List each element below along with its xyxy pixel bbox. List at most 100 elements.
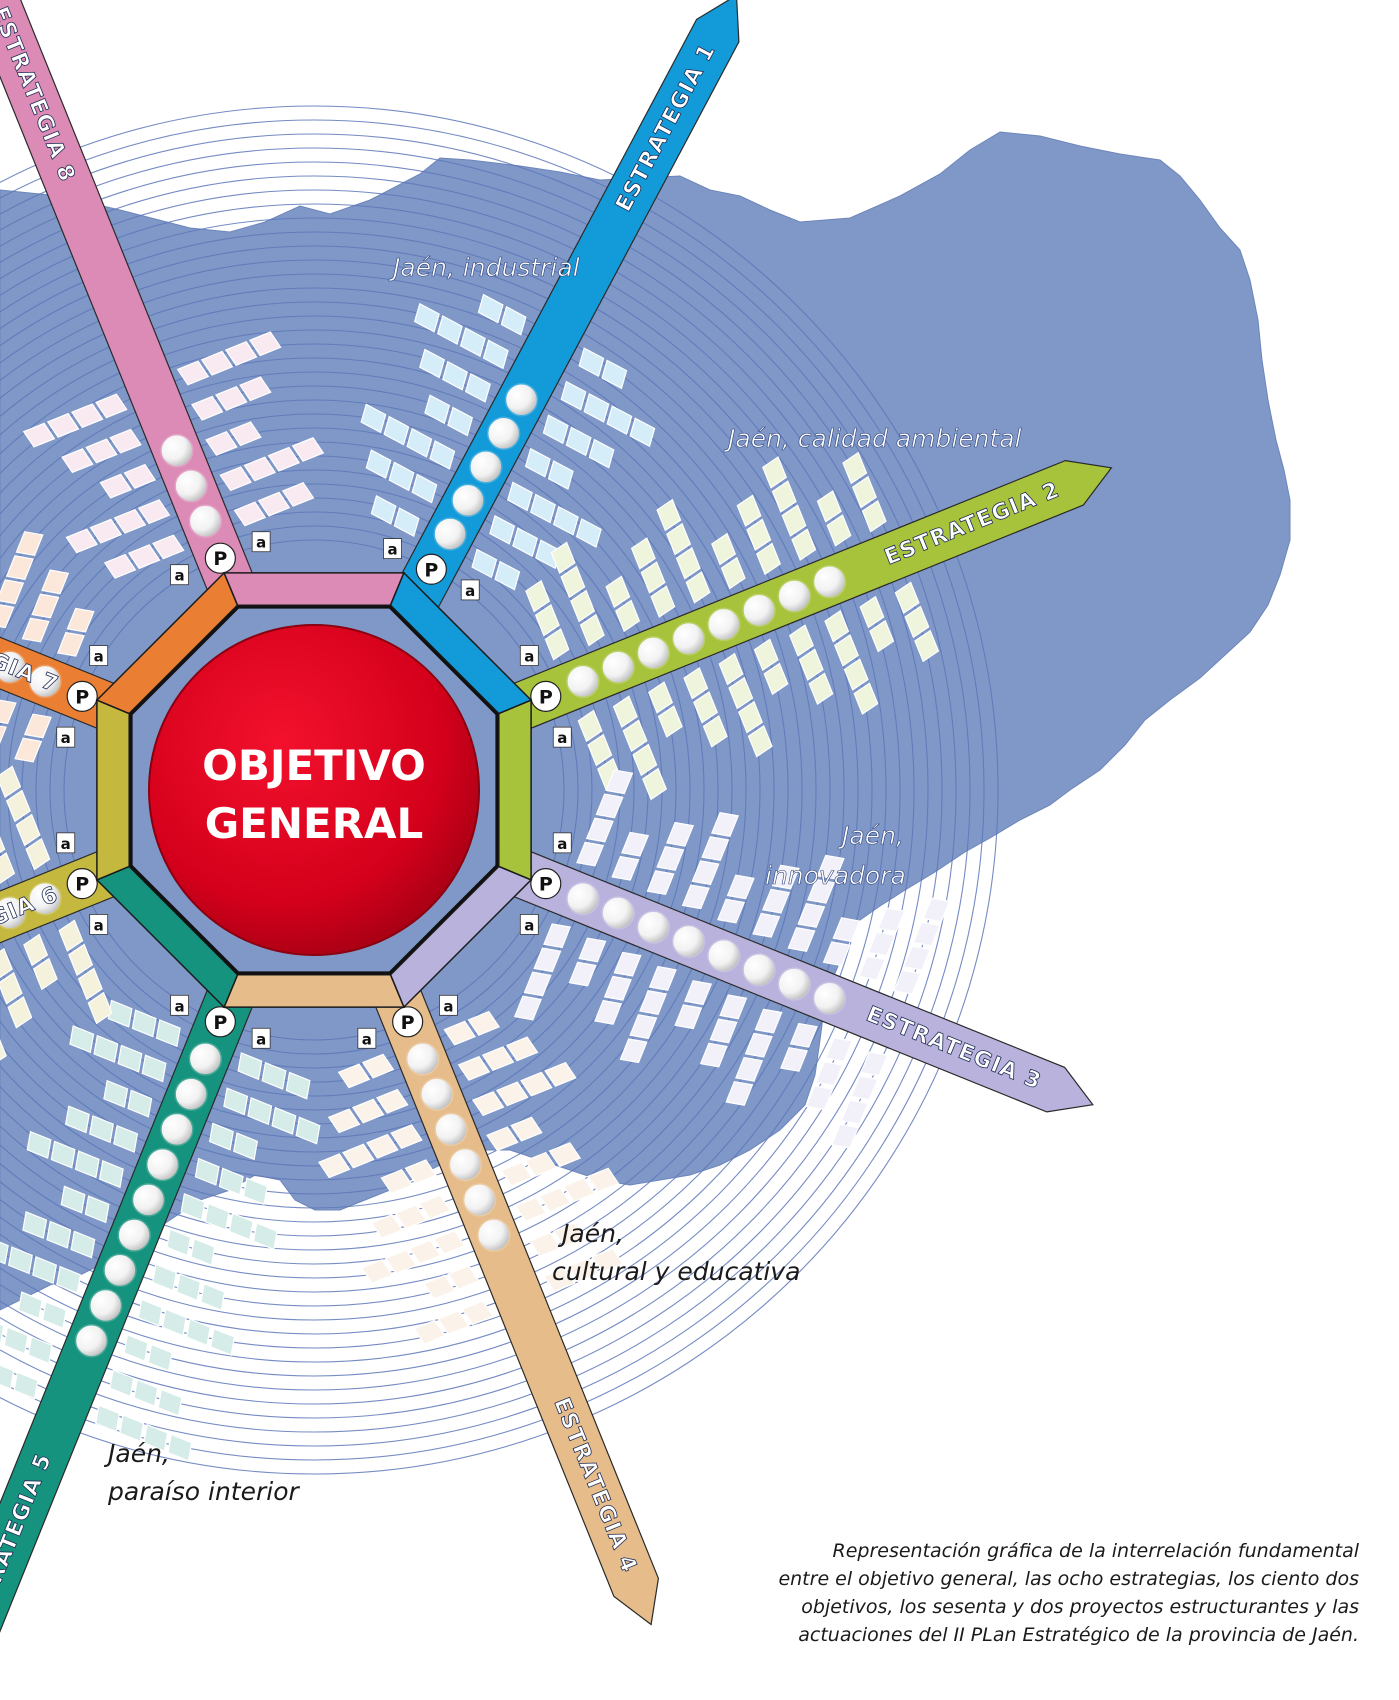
objective-circle [148,624,480,956]
objective-card [500,1161,533,1187]
project-marker [392,1006,424,1038]
project-marker [66,680,98,712]
objective-card [640,561,666,594]
objective-card [327,1108,361,1134]
objective-card [533,947,562,973]
objective-card [388,461,415,492]
objective-card [816,854,845,880]
objective-card [577,709,603,743]
objective-card [361,1053,395,1079]
objective-card [791,528,817,561]
objective-card [719,994,748,1020]
objective-bead [812,564,847,599]
objective-card [176,360,210,386]
objective-card [629,417,656,448]
objective-card [467,1010,501,1036]
objective-card [85,438,118,464]
objective-bead [671,621,706,656]
objective-card [525,579,551,613]
region-label-innovadora-2: innovadora [765,861,906,890]
objective-card [443,1020,476,1046]
objective-bead [88,1288,123,1323]
objective-card [726,874,755,900]
objective-card [832,917,861,943]
objective-bead [462,1183,497,1217]
objective-card [642,767,668,801]
objective-card [744,1032,773,1058]
objective-card [176,1273,202,1302]
action-marker [251,531,271,553]
objective-card [725,1080,754,1106]
objective-card [736,494,762,527]
objective-card [542,414,569,445]
objective-card [406,427,433,458]
objective-card [5,555,34,581]
objective-card [560,565,586,599]
project-marker-label: P [75,686,89,708]
objective-bead [742,953,776,987]
objective-card [709,1018,738,1044]
objective-card [14,737,43,763]
objective-card [61,448,94,474]
objective-card [711,532,737,566]
octagon-segment [498,698,532,882]
objective-card [717,898,746,924]
objective-card [123,463,157,489]
action-marker [519,645,539,666]
objective-card [565,426,592,457]
action-marker-label: a [94,916,104,934]
objective-card [141,1054,167,1083]
objective-card [771,864,800,890]
objective-card [418,1194,452,1220]
action-marker [383,538,402,560]
objective-card [534,603,560,637]
action-marker [170,994,189,1016]
objective-bead [188,1042,223,1076]
objective-card [447,1265,480,1290]
objective-card [578,937,607,963]
objective-card [762,456,788,489]
objective-card [752,912,781,938]
action-marker-label: a [443,997,453,1015]
objective-card [520,1071,553,1097]
objective-card [337,1063,371,1089]
objective-card [87,991,113,1025]
objective-card [380,1169,413,1195]
objective-card [494,560,521,591]
objective-card [365,449,392,480]
objective-card [200,1282,226,1311]
objective-card [384,1249,418,1275]
objective-card [32,957,58,991]
objective-card [437,1309,470,1335]
objective-card [408,1239,442,1265]
objective-card [815,1061,844,1087]
objective-card [89,1115,114,1144]
objective-card [224,341,258,366]
objective-card [471,548,498,579]
objective-card [585,817,614,843]
objective-card [701,836,730,862]
objective-card [603,975,632,1001]
region-label-industrial: Jaén, industrial [388,253,580,282]
objective-card [808,672,834,705]
objective-card [390,1124,423,1150]
objective-card [914,629,940,663]
action-marker-label: a [94,648,104,666]
objective-card [529,493,556,524]
objective-card [843,658,869,691]
objective-bead [451,483,485,518]
objective-card [605,575,631,608]
region-label-cultural-1: Jaén, [557,1219,624,1248]
action-marker-label: a [524,916,534,934]
objective-card [219,466,252,492]
action-marker-label: a [256,1030,266,1048]
objective-card [619,1038,648,1064]
objective-card [157,1388,183,1417]
project-marker [415,553,447,585]
objective-card [538,1187,572,1213]
objective-card [93,1034,119,1063]
objective-bead [174,1077,208,1111]
objective-card [123,1333,149,1362]
objective-card [66,607,95,633]
objective-card [576,841,605,867]
